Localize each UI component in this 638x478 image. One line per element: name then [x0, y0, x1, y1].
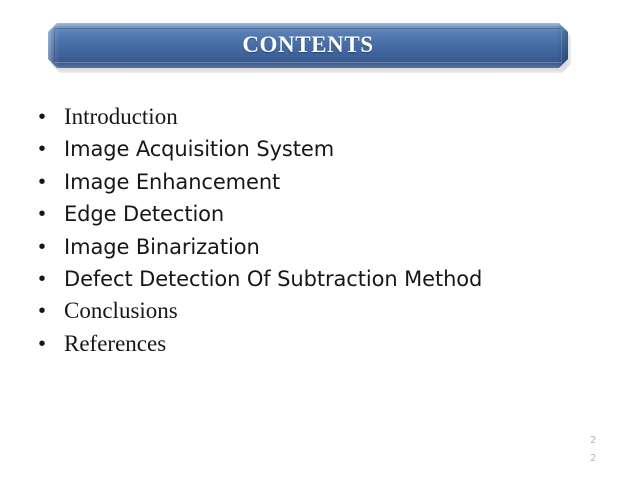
- list-item[interactable]: • Conclusions: [30, 295, 590, 327]
- list-item[interactable]: • Image Acquisition System: [30, 133, 590, 165]
- list-item[interactable]: • References: [30, 328, 590, 360]
- contents-list: • Introduction • Image Acquisition Syste…: [30, 101, 590, 360]
- page-number-group: 2 2: [590, 432, 630, 468]
- list-item-label: Conclusions: [64, 298, 178, 324]
- bullet-icon: •: [38, 106, 46, 128]
- bullet-icon: •: [38, 267, 46, 290]
- list-item[interactable]: • Edge Detection: [30, 198, 590, 230]
- list-item-label: Image Acquisition System: [64, 137, 335, 162]
- list-item-label: References: [64, 330, 167, 356]
- bullet-icon: •: [38, 203, 46, 226]
- list-item[interactable]: • Introduction: [30, 101, 590, 133]
- bullet-icon: •: [38, 235, 46, 258]
- page-number-primary: 2: [590, 435, 597, 446]
- bullet-icon: •: [38, 170, 46, 193]
- bullet-icon: •: [38, 138, 46, 161]
- list-item[interactable]: • Image Binarization: [30, 231, 590, 263]
- list-item-label: Edge Detection: [64, 202, 225, 227]
- page-number-secondary: 2: [590, 453, 597, 464]
- list-item-label: Defect Detection Of Subtraction Method: [64, 266, 483, 291]
- banner-body: [48, 23, 568, 68]
- title-banner: CONTENTS: [48, 23, 568, 68]
- list-item-label: Image Enhancement: [64, 169, 281, 194]
- list-item[interactable]: • Image Enhancement: [30, 166, 590, 198]
- slide-title: CONTENTS: [242, 32, 374, 57]
- bullet-icon: •: [38, 300, 46, 323]
- bullet-icon: •: [38, 332, 46, 355]
- list-item-label: Image Binarization: [64, 234, 260, 259]
- list-item[interactable]: • Defect Detection Of Subtraction Method: [30, 263, 590, 295]
- list-item-label: Introduction: [64, 104, 178, 129]
